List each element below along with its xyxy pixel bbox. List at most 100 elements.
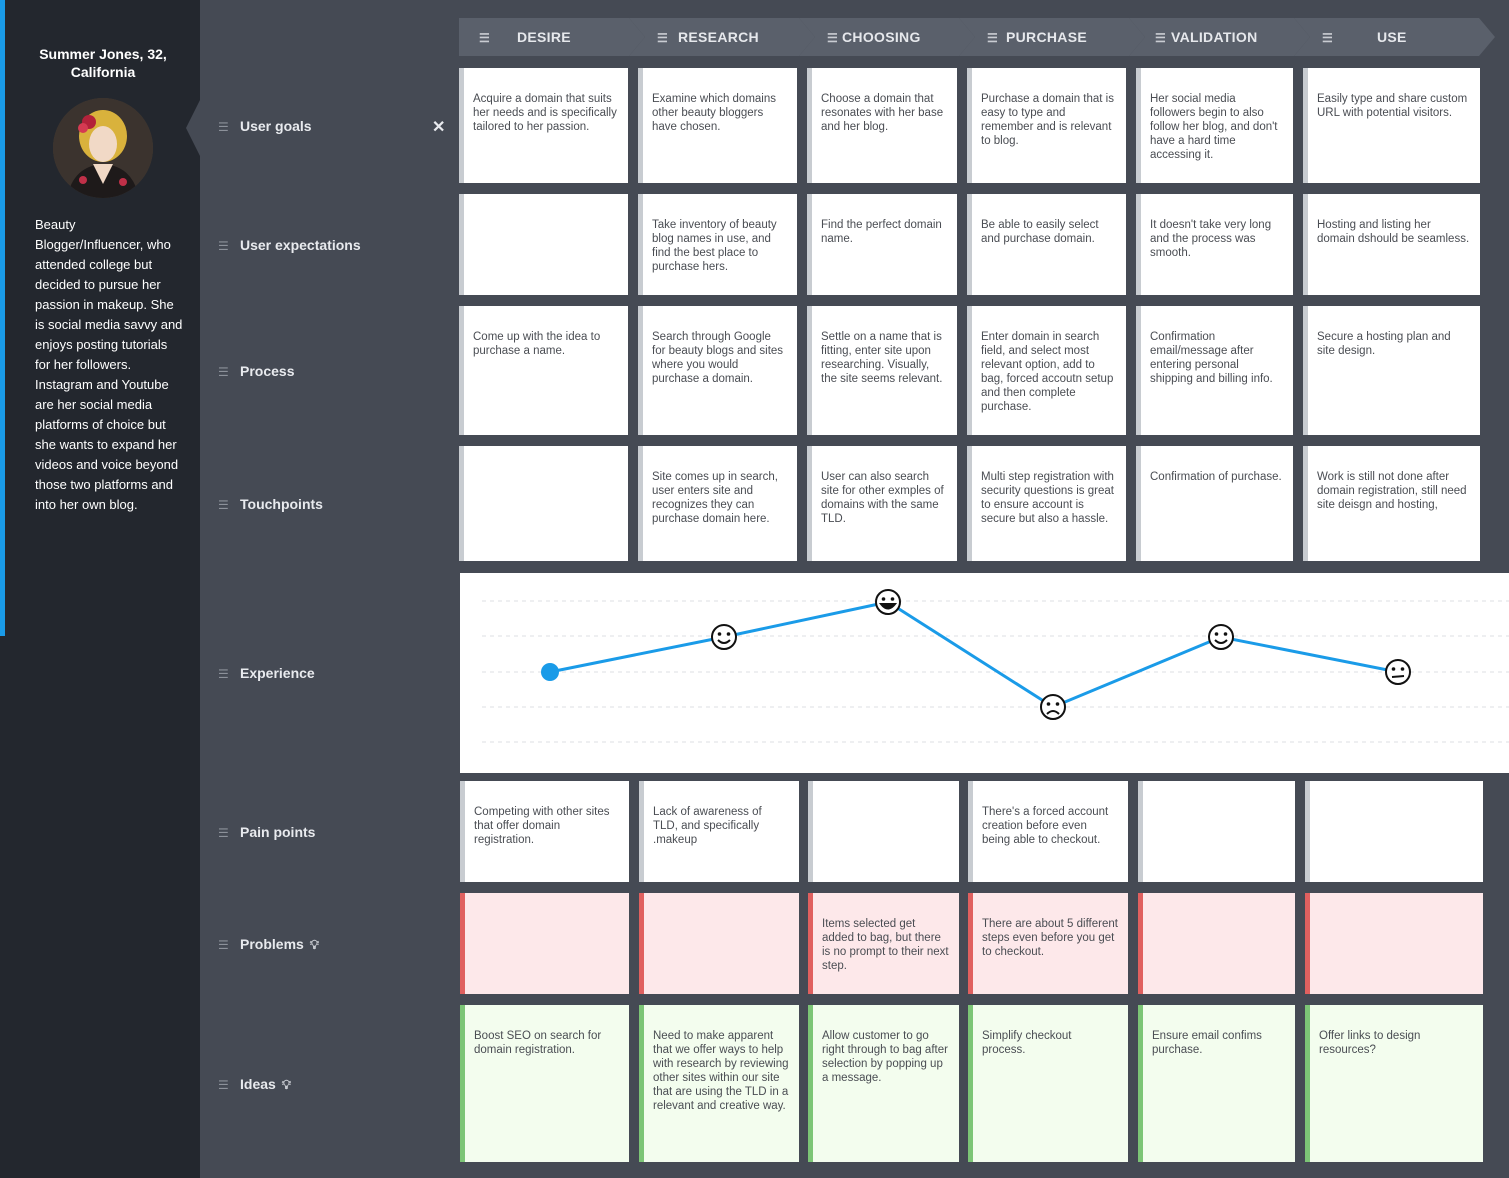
sidebar-pointer bbox=[186, 100, 200, 156]
experience-chart bbox=[460, 573, 1509, 773]
sidebar-accent-bar bbox=[0, 0, 5, 636]
lightbulb-icon[interactable]: 💡︎ bbox=[281, 1077, 291, 1092]
drag-handle-icon[interactable]: ☰ bbox=[218, 120, 229, 134]
drag-handle-icon[interactable]: ☰ bbox=[218, 667, 229, 681]
drag-handle-icon[interactable]: ☰ bbox=[218, 239, 229, 253]
card-pain-points-purchase[interactable]: There's a forced account creation before… bbox=[968, 781, 1128, 882]
row-label-process[interactable]: ☰Process bbox=[218, 363, 295, 379]
card-process-use[interactable]: Secure a hosting plan and site design. bbox=[1303, 306, 1480, 435]
lightbulb-icon[interactable]: 💡︎ bbox=[309, 937, 319, 952]
persona-sidebar: Summer Jones, 32, California Beauty Blog… bbox=[0, 0, 200, 1178]
card-user-expectations-research[interactable]: Take inventory of beauty blog names in u… bbox=[638, 194, 797, 295]
phase-label: VALIDATION bbox=[1171, 29, 1258, 45]
experience-point-use[interactable] bbox=[1385, 659, 1411, 685]
card-user-goals-desire[interactable]: Acquire a domain that suits her needs an… bbox=[459, 68, 628, 183]
card-user-expectations-use[interactable]: Hosting and listing her domain dshould b… bbox=[1303, 194, 1480, 295]
card-problems-choosing[interactable]: Items selected get added to bag, but the… bbox=[808, 893, 959, 994]
card-touchpoints-choosing[interactable]: User can also search site for other exmp… bbox=[807, 446, 957, 561]
experience-line bbox=[549, 600, 1399, 709]
row-label-touchpoints[interactable]: ☰Touchpoints bbox=[218, 496, 323, 512]
phase-label: USE bbox=[1377, 29, 1407, 45]
drag-handle-icon[interactable]: ☰ bbox=[218, 938, 229, 952]
row-label-ideas[interactable]: ☰Ideas💡︎ bbox=[218, 1076, 291, 1092]
card-pain-points-desire[interactable]: Competing with other sites that offer do… bbox=[460, 781, 629, 882]
card-problems-use[interactable] bbox=[1305, 893, 1483, 994]
drag-handle-icon[interactable]: ☰ bbox=[218, 1078, 229, 1092]
experience-point-research[interactable] bbox=[711, 624, 737, 650]
phase-label: RESEARCH bbox=[678, 29, 759, 45]
phase-arrow bbox=[799, 18, 815, 56]
card-pain-points-choosing[interactable] bbox=[808, 781, 959, 882]
card-touchpoints-use[interactable]: Work is still not done after domain regi… bbox=[1303, 446, 1480, 561]
phase-arrow bbox=[1294, 18, 1310, 56]
card-problems-validation[interactable] bbox=[1138, 893, 1295, 994]
phase-arrow bbox=[629, 18, 645, 56]
phase-menu-icon[interactable]: ☰ bbox=[987, 31, 999, 45]
card-user-expectations-desire[interactable] bbox=[459, 194, 628, 295]
drag-handle-icon[interactable]: ☰ bbox=[218, 826, 229, 840]
phase-label: PURCHASE bbox=[1006, 29, 1087, 45]
card-process-research[interactable]: Search through Google for beauty blogs a… bbox=[638, 306, 797, 435]
phase-menu-icon[interactable]: ☰ bbox=[657, 31, 669, 45]
card-process-choosing[interactable]: Settle on a name that is fitting, enter … bbox=[807, 306, 957, 435]
phase-menu-icon[interactable]: ☰ bbox=[479, 31, 491, 45]
card-user-goals-research[interactable]: Examine which domains other beauty blogg… bbox=[638, 68, 797, 183]
card-user-goals-purchase[interactable]: Purchase a domain that is easy to type a… bbox=[967, 68, 1126, 183]
row-label-user-goals[interactable]: ☰User goals bbox=[218, 118, 312, 134]
phase-header-research[interactable]: ☰ RESEARCH bbox=[629, 18, 815, 56]
card-touchpoints-purchase[interactable]: Multi step registration with security qu… bbox=[967, 446, 1126, 561]
experience-point-desire[interactable] bbox=[541, 663, 559, 681]
card-touchpoints-research[interactable]: Site comes up in search, user enters sit… bbox=[638, 446, 797, 561]
card-user-expectations-purchase[interactable]: Be able to easily select and purchase do… bbox=[967, 194, 1126, 295]
card-touchpoints-desire[interactable] bbox=[459, 446, 628, 561]
close-icon[interactable]: ✕ bbox=[432, 119, 446, 136]
card-touchpoints-validation[interactable]: Confirmation of purchase. bbox=[1136, 446, 1293, 561]
card-pain-points-use[interactable] bbox=[1305, 781, 1483, 882]
card-ideas-use[interactable]: Offer links to design resources? bbox=[1305, 1005, 1483, 1162]
card-ideas-choosing[interactable]: Allow customer to go right through to ba… bbox=[808, 1005, 959, 1162]
row-label-user-expectations[interactable]: ☰User expectations bbox=[218, 237, 361, 253]
experience-point-choosing[interactable] bbox=[875, 589, 901, 615]
phase-menu-icon[interactable]: ☰ bbox=[827, 31, 839, 45]
persona-avatar bbox=[53, 98, 153, 198]
experience-point-purchase[interactable] bbox=[1040, 694, 1066, 720]
experience-point-validation[interactable] bbox=[1208, 624, 1234, 650]
card-pain-points-validation[interactable] bbox=[1138, 781, 1295, 882]
phase-arrow bbox=[1129, 18, 1145, 56]
phase-menu-icon[interactable]: ☰ bbox=[1322, 31, 1334, 45]
card-user-goals-use[interactable]: Easily type and share custom URL with po… bbox=[1303, 68, 1480, 183]
phase-header-desire[interactable]: ☰ DESIRE bbox=[459, 18, 645, 56]
row-label-pain-points[interactable]: ☰Pain points bbox=[218, 824, 316, 840]
phase-label: DESIRE bbox=[517, 29, 571, 45]
card-pain-points-research[interactable]: Lack of awareness of TLD, and specifical… bbox=[639, 781, 799, 882]
phase-header-purchase[interactable]: ☰ PURCHASE bbox=[959, 18, 1145, 56]
card-process-validation[interactable]: Confirmation email/message after enterin… bbox=[1136, 306, 1293, 435]
phase-label: CHOOSING bbox=[842, 29, 921, 45]
card-user-goals-choosing[interactable]: Choose a domain that resonates with her … bbox=[807, 68, 957, 183]
card-problems-desire[interactable] bbox=[460, 893, 629, 994]
phase-header-validation[interactable]: ☰ VALIDATION bbox=[1129, 18, 1310, 56]
phase-arrow bbox=[1479, 18, 1495, 56]
drag-handle-icon[interactable]: ☰ bbox=[218, 365, 229, 379]
experience-chart-svg bbox=[482, 589, 1509, 743]
phase-header-choosing[interactable]: ☰CHOOSING bbox=[799, 18, 975, 56]
card-ideas-purchase[interactable]: Simplify checkout process. bbox=[968, 1005, 1128, 1162]
drag-handle-icon[interactable]: ☰ bbox=[218, 498, 229, 512]
persona-bio: Beauty Blogger/Influencer, who attended … bbox=[35, 217, 183, 512]
card-user-expectations-validation[interactable]: It doesn't take very long and the proces… bbox=[1136, 194, 1293, 295]
card-user-expectations-choosing[interactable]: Find the perfect domain name. bbox=[807, 194, 957, 295]
card-problems-research[interactable] bbox=[639, 893, 799, 994]
phase-header-use[interactable]: ☰ USE bbox=[1294, 18, 1495, 56]
card-ideas-desire[interactable]: Boost SEO on search for domain registrat… bbox=[460, 1005, 629, 1162]
card-ideas-research[interactable]: Need to make apparent that we offer ways… bbox=[639, 1005, 799, 1162]
phase-menu-icon[interactable]: ☰ bbox=[1155, 31, 1167, 45]
card-user-goals-validation[interactable]: Her social media followers begin to also… bbox=[1136, 68, 1293, 183]
card-ideas-validation[interactable]: Ensure email confims purchase. bbox=[1138, 1005, 1295, 1162]
row-label-problems[interactable]: ☰Problems💡︎ bbox=[218, 936, 319, 952]
persona-name: Summer Jones, 32, California bbox=[39, 46, 167, 80]
phase-arrow bbox=[959, 18, 975, 56]
row-label-experience[interactable]: ☰Experience bbox=[218, 665, 315, 681]
card-problems-purchase[interactable]: There are about 5 different steps even b… bbox=[968, 893, 1128, 994]
card-process-purchase[interactable]: Enter domain in search field, and select… bbox=[967, 306, 1126, 435]
card-process-desire[interactable]: Come up with the idea to purchase a name… bbox=[459, 306, 628, 435]
